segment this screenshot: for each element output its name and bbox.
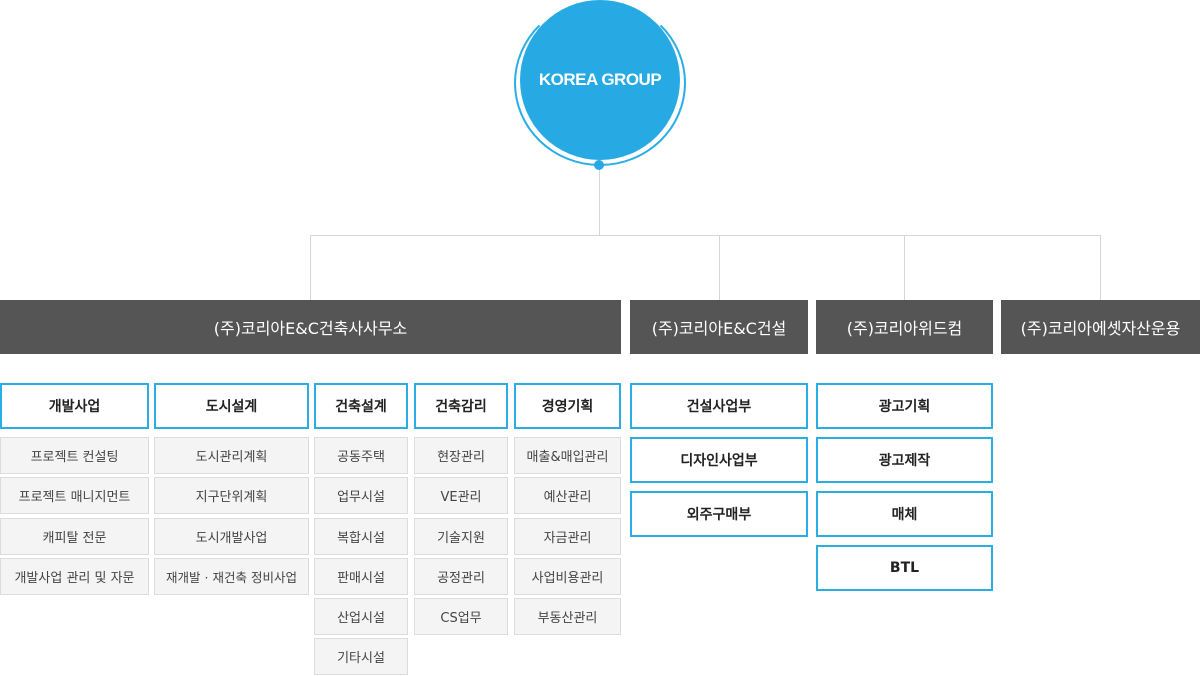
root-node: KOREA GROUP	[520, 0, 680, 160]
item-label: 복합시설	[337, 531, 385, 546]
dept-label: 건설사업부	[686, 399, 752, 415]
item-label: 사업비용관리	[531, 571, 604, 586]
connector-drop-4	[1100, 235, 1101, 301]
root-dot	[594, 160, 604, 170]
list-item: 도시개발사업	[154, 518, 309, 555]
dept-development: 개발사업	[0, 383, 149, 429]
list-item: 예산관리	[514, 477, 621, 514]
root-label: KOREA GROUP	[538, 70, 662, 89]
list-item: 자금관리	[514, 518, 621, 555]
dept-label: 건축설계	[335, 399, 387, 415]
item-label: 지구단위계획	[195, 490, 268, 505]
list-item: 캐피탈 전문	[0, 518, 149, 555]
item-label: 프로젝트 컨설팅	[30, 450, 119, 465]
connector-root-trunk	[599, 166, 600, 236]
dept-label: BTL	[889, 560, 920, 576]
list-item: 현장관리	[414, 437, 508, 474]
dept-ad-production: 광고제작	[816, 437, 993, 483]
company-label: (주)코리아E&C건축사사무소	[213, 319, 408, 338]
item-label: 판매시설	[337, 571, 385, 586]
list-item: 개발사업 관리 및 자문	[0, 558, 149, 595]
list-item: 업무시설	[314, 477, 408, 514]
dept-construction-business: 건설사업부	[630, 383, 808, 429]
dept-label: 광고기획	[878, 399, 931, 415]
list-item: 매출&매입관리	[514, 437, 621, 474]
item-label: 예산관리	[543, 490, 592, 505]
item-label: 개발사업 관리 및 자문	[14, 571, 135, 586]
item-label: VE관리	[440, 490, 482, 505]
company-withcom: (주)코리아위드컴	[816, 300, 993, 354]
dept-management: 경영기획	[514, 383, 621, 429]
list-item: 재개발 · 재건축 정비사업	[154, 558, 309, 595]
company-construction: (주)코리아E&C건설	[630, 300, 808, 354]
item-label: 자금관리	[543, 531, 592, 546]
item-label: 산업시설	[337, 611, 385, 626]
connector-drop-2	[719, 235, 720, 301]
dept-urban-design: 도시설계	[154, 383, 309, 429]
dept-outsourcing-purchase: 외주구매부	[630, 491, 808, 537]
list-item: 기술지원	[414, 518, 508, 555]
list-item: 프로젝트 컨설팅	[0, 437, 149, 474]
item-label: 프로젝트 매니지먼트	[18, 490, 131, 505]
list-item: 도시관리계획	[154, 437, 309, 474]
item-label: 기타시설	[337, 651, 385, 666]
item-label: 매출&매입관리	[526, 450, 609, 465]
dept-label: 외주구매부	[686, 507, 752, 523]
list-item: 복합시설	[314, 518, 408, 555]
item-label: 공정관리	[437, 571, 485, 586]
list-item: 지구단위계획	[154, 477, 309, 514]
dept-label: 매체	[891, 507, 918, 523]
list-item: 공동주택	[314, 437, 408, 474]
item-label: 도시관리계획	[195, 450, 268, 465]
item-label: 캐피탈 전문	[42, 531, 107, 546]
dept-label: 건축감리	[435, 399, 487, 415]
item-label: 재개발 · 재건축 정비사업	[166, 570, 297, 585]
company-label: (주)코리아에셋자산운용	[1020, 319, 1181, 338]
dept-design-business: 디자인사업부	[630, 437, 808, 483]
company-label: (주)코리아위드컴	[846, 319, 963, 338]
connector-drop-1	[310, 235, 311, 301]
dept-btl: BTL	[816, 545, 993, 591]
dept-label: 광고제작	[878, 453, 931, 469]
dept-label: 개발사업	[48, 399, 101, 415]
dept-ad-planning: 광고기획	[816, 383, 993, 429]
dept-architecture-design: 건축설계	[314, 383, 408, 429]
item-label: 기술지원	[437, 531, 485, 546]
item-label: 현장관리	[437, 450, 485, 465]
dept-label: 도시설계	[205, 399, 258, 415]
item-label: 공동주택	[337, 450, 385, 465]
dept-media: 매체	[816, 491, 993, 537]
connector-horizontal	[310, 235, 1101, 236]
item-label: 업무시설	[337, 490, 385, 505]
company-label: (주)코리아E&C건설	[651, 319, 787, 338]
dept-label: 경영기획	[541, 399, 594, 415]
dept-supervision: 건축감리	[414, 383, 508, 429]
item-label: 부동산관리	[537, 611, 598, 626]
connector-drop-3	[904, 235, 905, 301]
dept-label: 디자인사업부	[680, 453, 758, 469]
item-label: CS업무	[440, 611, 482, 626]
list-item: VE관리	[414, 477, 508, 514]
list-item: CS업무	[414, 598, 508, 635]
list-item: 프로젝트 매니지먼트	[0, 477, 149, 514]
list-item: 부동산관리	[514, 598, 621, 635]
list-item: 산업시설	[314, 598, 408, 635]
list-item: 공정관리	[414, 558, 508, 595]
list-item: 판매시설	[314, 558, 408, 595]
company-architecture: (주)코리아E&C건축사사무소	[0, 300, 621, 354]
list-item: 기타시설	[314, 638, 408, 675]
list-item: 사업비용관리	[514, 558, 621, 595]
item-label: 도시개발사업	[195, 531, 268, 546]
company-asset: (주)코리아에셋자산운용	[1001, 300, 1200, 354]
